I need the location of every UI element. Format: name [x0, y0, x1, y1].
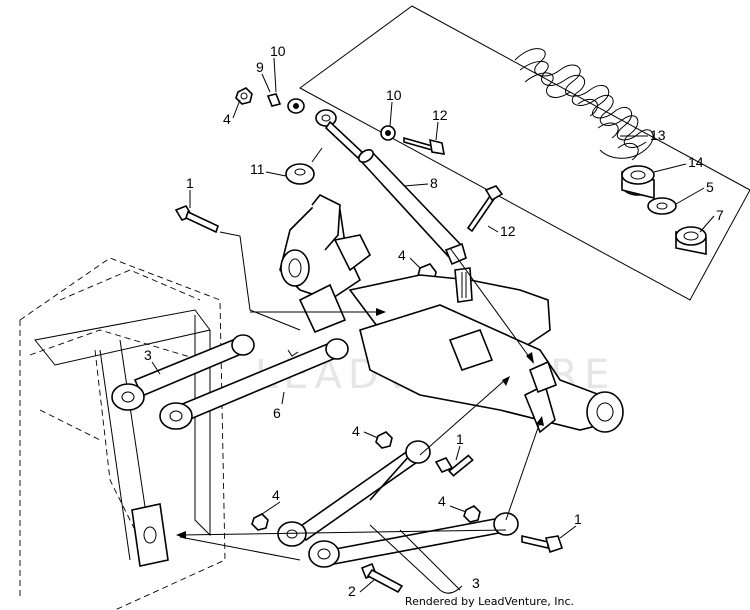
bolt-upper-left — [174, 205, 219, 234]
bolt-right-upper — [434, 454, 474, 477]
callout-4-shock: 4 — [398, 247, 406, 263]
bolt-top — [403, 136, 445, 155]
upper-link-arm — [111, 334, 255, 411]
callout-14: 14 — [688, 154, 704, 170]
callout-1-upper-left: 1 — [186, 175, 194, 191]
spacer-sleeve — [266, 93, 282, 107]
callout-3-lower: 3 — [472, 575, 480, 591]
callout-10-right: 10 — [386, 87, 402, 103]
vehicle-frame — [19, 257, 226, 610]
spring-washer — [647, 197, 677, 215]
callout-labels: 10 9 4 10 12 11 8 13 14 5 7 1 12 4 3 6 4… — [144, 43, 724, 599]
leader-line — [219, 231, 301, 331]
washer-top-left — [287, 98, 305, 114]
callout-1-mid: 1 — [456, 431, 464, 447]
hub-bracket-assembly — [279, 193, 624, 434]
spring-collar — [621, 165, 655, 200]
lock-nut-right-lower — [463, 505, 481, 523]
callout-11: 11 — [250, 161, 265, 177]
callout-8: 8 — [430, 175, 438, 191]
frame-mount-bracket — [131, 503, 169, 567]
coil-spring — [514, 48, 654, 161]
shock-absorber — [315, 109, 467, 266]
bolt-bottom — [360, 562, 404, 594]
callout-5: 5 — [706, 179, 714, 195]
callout-4-top: 4 — [223, 111, 231, 127]
lock-nut-mid — [375, 431, 393, 449]
callout-2: 2 — [348, 583, 356, 599]
callout-3-upper: 3 — [144, 347, 152, 363]
callout-4-right-lower: 4 — [438, 493, 446, 509]
callout-10-top: 10 — [270, 43, 286, 59]
detail-inset-frame — [299, 5, 750, 301]
callout-9: 9 — [256, 59, 264, 75]
callout-13: 13 — [650, 127, 666, 143]
rendered-by-credit: Rendered by LeadVenture, Inc. — [404, 595, 574, 608]
label-leaders — [151, 57, 715, 593]
lock-nut-left-lower — [251, 513, 269, 531]
callout-4-left-lower: 4 — [272, 487, 280, 503]
bolt-lower-shock — [466, 185, 504, 233]
callout-4-mid: 4 — [352, 423, 360, 439]
callout-7: 7 — [716, 207, 724, 223]
bushing — [675, 226, 707, 255]
callout-6: 6 — [273, 405, 281, 421]
leader-line — [311, 147, 323, 163]
lower-a-arm — [277, 440, 519, 568]
trailing-arm — [159, 338, 349, 430]
callout-1-right-lower: 1 — [574, 511, 582, 527]
bolt-right-lower — [521, 534, 564, 554]
lock-nut-top — [235, 87, 253, 105]
spring-retainer-washer — [285, 163, 315, 185]
assembly-arrows — [176, 247, 544, 594]
washer-top-right — [380, 125, 396, 141]
callout-12-lower: 12 — [500, 223, 516, 239]
callout-12-top: 12 — [432, 107, 448, 123]
